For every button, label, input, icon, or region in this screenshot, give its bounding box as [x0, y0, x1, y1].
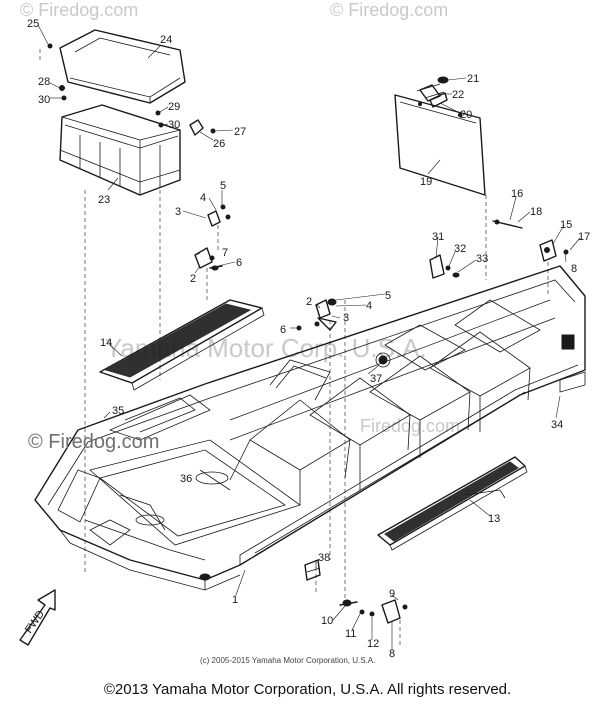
- callout-12: 12: [367, 638, 379, 650]
- callout-27: 27: [234, 126, 246, 138]
- firedog-watermark: © Firedog.com: [28, 431, 159, 453]
- callout-5: 5: [220, 180, 226, 192]
- callout-4: 4: [200, 192, 206, 204]
- firedog-watermark: Firedog.com: [360, 416, 460, 436]
- callout-8: 8: [389, 648, 395, 660]
- assembly-lines: [39, 48, 549, 645]
- callout-16: 16: [511, 188, 523, 200]
- callout-35: 35: [112, 405, 124, 417]
- right-footrest-part: [377, 456, 528, 551]
- firedog-watermark: © Firedog.com: [330, 0, 448, 20]
- callout-18: 18: [530, 206, 542, 218]
- fwd-label: FWD: [23, 608, 47, 635]
- callout-3: 3: [343, 312, 349, 324]
- callout-15: 15: [560, 219, 572, 231]
- access-panel-part: [394, 76, 486, 196]
- callout-6: 6: [280, 324, 286, 336]
- callout-10: 10: [321, 615, 333, 627]
- callout-36: 36: [180, 473, 192, 485]
- callout-29: 29: [168, 101, 180, 113]
- callout-6: 6: [236, 257, 242, 269]
- callout-11: 11: [345, 628, 356, 640]
- callout-9: 9: [389, 588, 395, 600]
- callout-20: 20: [460, 109, 472, 121]
- callout-33: 33: [476, 253, 488, 265]
- firedog-watermark: © Firedog.com: [20, 0, 138, 20]
- leader-lines: [37, 24, 581, 650]
- callout-26: 26: [213, 138, 225, 150]
- callout-19: 19: [420, 176, 432, 188]
- callout-37: 37: [370, 373, 382, 385]
- callout-30: 30: [168, 119, 180, 131]
- grommet-part: [304, 559, 321, 581]
- small-copyright: (c) 2005-2015 Yamaha Motor Corporation, …: [200, 656, 375, 665]
- callout-30: 30: [38, 94, 50, 106]
- callout-38: 38: [318, 552, 330, 564]
- callout-5: 5: [385, 290, 391, 302]
- callout-31: 31: [432, 231, 444, 243]
- callout-1: 1: [232, 594, 238, 606]
- callout-14: 14: [100, 337, 112, 349]
- callout-2: 2: [306, 296, 312, 308]
- callout-22: 22: [452, 89, 464, 101]
- callout-8: 8: [571, 263, 577, 275]
- callout-7: 7: [222, 247, 228, 259]
- callout-labels: 25 24 28 30 29 30 27 26 23 21 22 20 19 5…: [27, 18, 590, 660]
- callout-32: 32: [454, 243, 466, 255]
- callout-2: 2: [190, 273, 196, 285]
- callout-34: 34: [551, 419, 563, 431]
- callout-28: 28: [38, 76, 50, 88]
- seat-cushion-part: [59, 29, 186, 104]
- hinge-bolt-parts: [339, 599, 408, 624]
- callout-25: 25: [27, 18, 39, 30]
- callout-3: 3: [175, 206, 181, 218]
- callout-24: 24: [160, 34, 172, 46]
- copyright-footer: ©2013 Yamaha Motor Corporation, U.S.A. A…: [103, 681, 512, 698]
- storage-tray-part: [59, 104, 181, 196]
- callout-17: 17: [578, 231, 590, 243]
- callout-13: 13: [488, 513, 500, 525]
- callout-21: 21: [467, 73, 479, 85]
- callout-23: 23: [98, 194, 110, 206]
- forward-direction-arrow: FWD: [19, 589, 56, 646]
- fastener-group: [47, 43, 216, 136]
- left-footrest-part: [99, 299, 265, 391]
- callout-4: 4: [366, 300, 372, 312]
- hull-frame-part: [34, 265, 586, 591]
- bracket-small-parts: [194, 204, 569, 331]
